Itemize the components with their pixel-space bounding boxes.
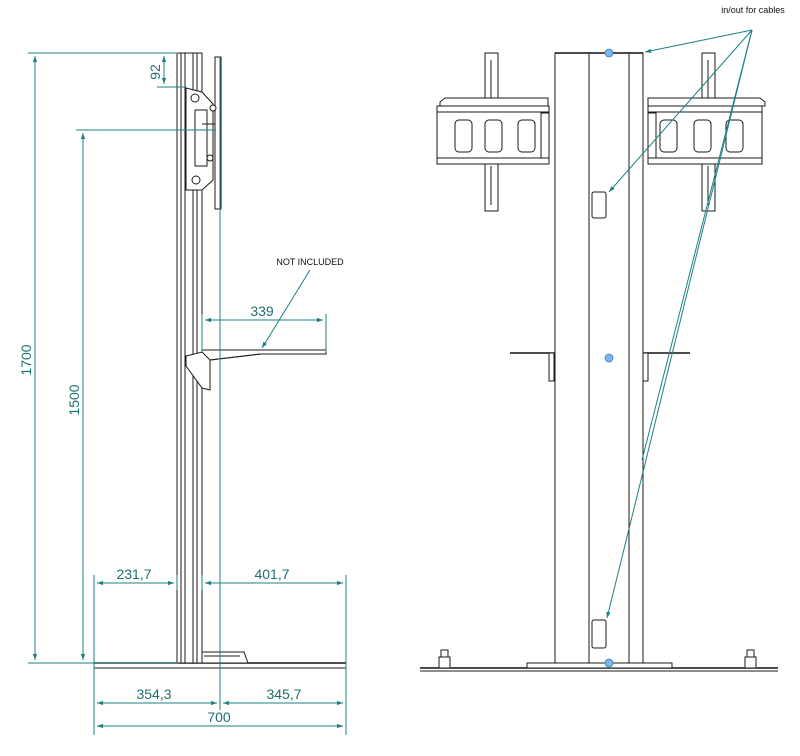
front-view: [420, 29, 778, 672]
dim-mount-height: 1500: [66, 384, 82, 415]
side-dimensions: [28, 52, 347, 735]
side-view: [93, 52, 347, 669]
front-base: [420, 649, 778, 672]
side-shelf: [185, 349, 327, 391]
dim-rear-projection: 231,7: [116, 566, 151, 582]
front-column: [554, 52, 644, 664]
front-left-rail: [436, 97, 550, 165]
dim-total-height: 1700: [18, 344, 34, 375]
dim-top-offset: 92: [147, 64, 163, 80]
front-shelf-arms: [510, 352, 690, 382]
cable-note-leaders: [606, 29, 753, 619]
dim-shelf-depth: 339: [250, 303, 274, 319]
front-right-rail: [647, 97, 766, 165]
dim-base-total: 700: [207, 709, 231, 725]
side-display-bracket: [185, 56, 222, 210]
dim-base-rear: 354,3: [136, 686, 171, 702]
cable-point-bottom: [604, 658, 614, 668]
dim-base-front: 345,7: [266, 686, 301, 702]
cable-point-middle: [604, 353, 614, 363]
dim-front-projection: 401,7: [254, 566, 289, 582]
cable-note: in/out for cables: [721, 5, 785, 15]
cable-point-top: [604, 48, 614, 58]
shelf-not-included-note: NOT INCLUDED: [276, 257, 344, 267]
